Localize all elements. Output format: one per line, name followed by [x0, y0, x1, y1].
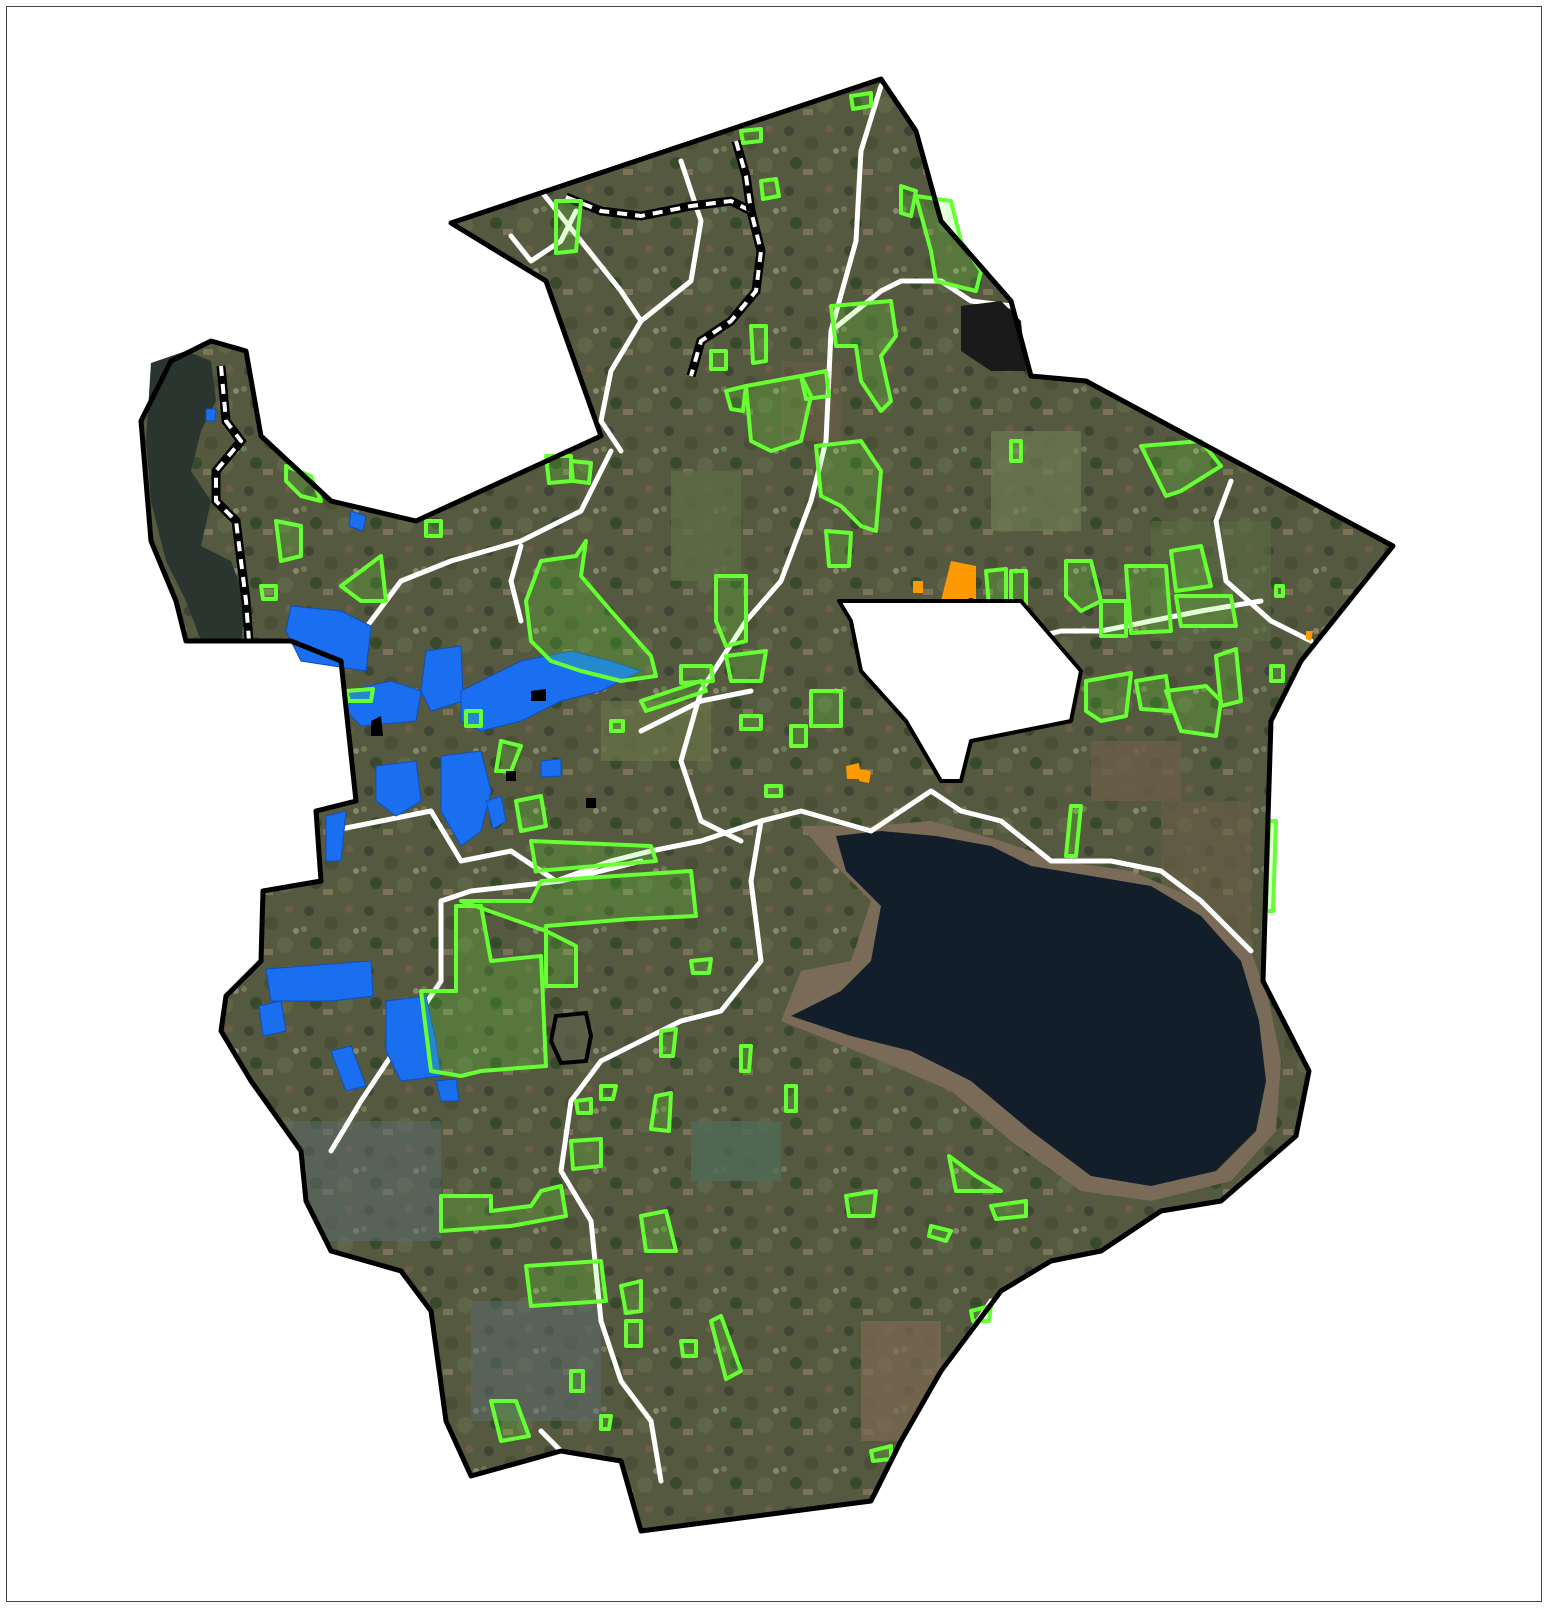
black-outlined-parcels [371, 301, 1026, 1066]
lake [791, 831, 1266, 1186]
excluded-area [837, 599, 1083, 783]
map-canvas[interactable] [7, 7, 1543, 1603]
roads [328, 83, 1314, 1484]
green-outlined-parcels [259, 91, 1285, 1463]
orange-filled-parcels [846, 561, 1313, 783]
map-frame [6, 6, 1542, 1602]
reservoir [146, 351, 246, 641]
water-bodies [146, 351, 1266, 1186]
municipal-boundary [138, 76, 1396, 1534]
dashed-boundary-segments [211, 139, 766, 642]
